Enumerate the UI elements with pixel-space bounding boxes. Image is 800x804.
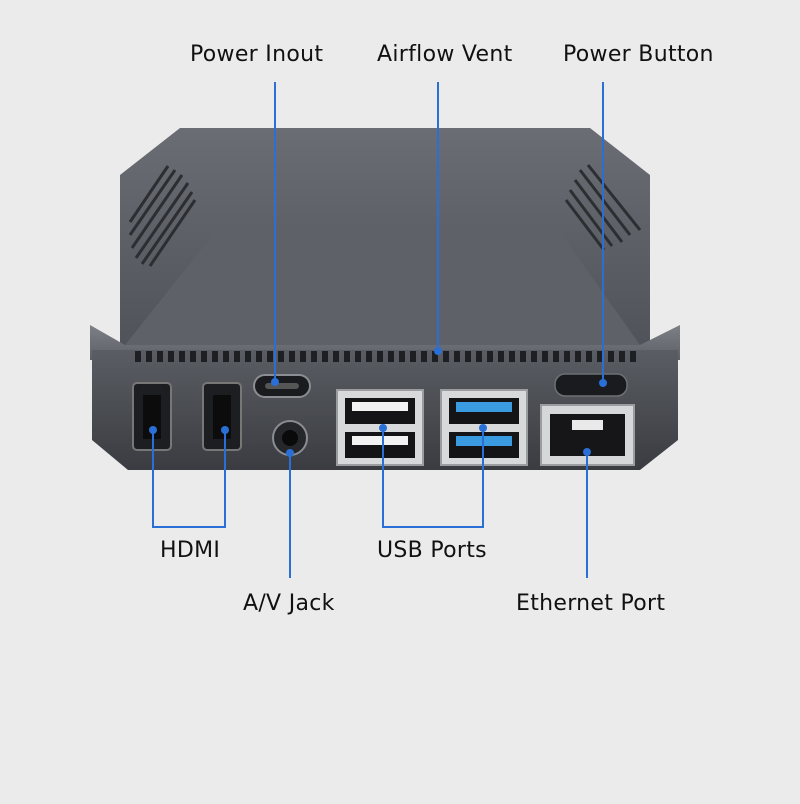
vent-slot [619, 351, 625, 362]
vent-slot [245, 351, 251, 362]
case-top-plate [125, 232, 640, 345]
power-button-hw [554, 373, 628, 397]
usb-c-power-port [253, 374, 311, 398]
vent-slot [212, 351, 218, 362]
vent-slot [553, 351, 559, 362]
vent-slot [289, 351, 295, 362]
vent-slot [190, 351, 196, 362]
vent-slot [487, 351, 493, 362]
vent-slot [542, 351, 548, 362]
vent-slot [608, 351, 614, 362]
vent-slot [564, 351, 570, 362]
vent-slot [575, 351, 581, 362]
vent-slot [146, 351, 152, 362]
front-vent-strip [135, 351, 636, 362]
hdmi-port-2 [202, 382, 242, 451]
left-side-vent [128, 165, 197, 267]
av-jack-port [272, 420, 308, 456]
vent-slot [476, 351, 482, 362]
vent-slot [597, 351, 603, 362]
vent-slot [443, 351, 449, 362]
label-power-button: Power Button [563, 42, 714, 67]
label-ethernet-port: Ethernet Port [516, 591, 666, 616]
vent-slot [410, 351, 416, 362]
vent-slot [234, 351, 240, 362]
right-side-vent [564, 164, 642, 251]
vent-slot [179, 351, 185, 362]
vent-slot [465, 351, 471, 362]
label-av-jack: A/V Jack [243, 591, 335, 616]
label-airflow-vent: Airflow Vent [377, 42, 513, 67]
callout-lines [149, 82, 607, 578]
vent-slot [256, 351, 262, 362]
vent-slot [157, 351, 163, 362]
vent-slot [388, 351, 394, 362]
callout-line-hdmi [152, 430, 226, 528]
label-power-input: Power Inout [190, 42, 324, 67]
vent-slot [333, 351, 339, 362]
label-usb-ports: USB Ports [377, 538, 487, 563]
vent-slot [366, 351, 372, 362]
vent-slot [377, 351, 383, 362]
vent-slot [322, 351, 328, 362]
vent-slot [344, 351, 350, 362]
vent-slot [432, 351, 438, 362]
vent-slot [509, 351, 515, 362]
vent-slot [531, 351, 537, 362]
vent-slot [630, 351, 636, 362]
label-hdmi: HDMI [160, 538, 221, 563]
vent-slot [267, 351, 273, 362]
vent-slot [300, 351, 306, 362]
vent-slot [520, 351, 526, 362]
vent-slot [201, 351, 207, 362]
vent-slot [168, 351, 174, 362]
vent-slot [355, 351, 361, 362]
vent-slot [586, 351, 592, 362]
vent-slot [399, 351, 405, 362]
callout-line-usb-ports [382, 428, 484, 528]
vent-slot [421, 351, 427, 362]
vent-slot [454, 351, 460, 362]
vent-slot [311, 351, 317, 362]
vent-slot [135, 351, 141, 362]
vent-slot [223, 351, 229, 362]
vent-slot [278, 351, 284, 362]
vent-slot [498, 351, 504, 362]
